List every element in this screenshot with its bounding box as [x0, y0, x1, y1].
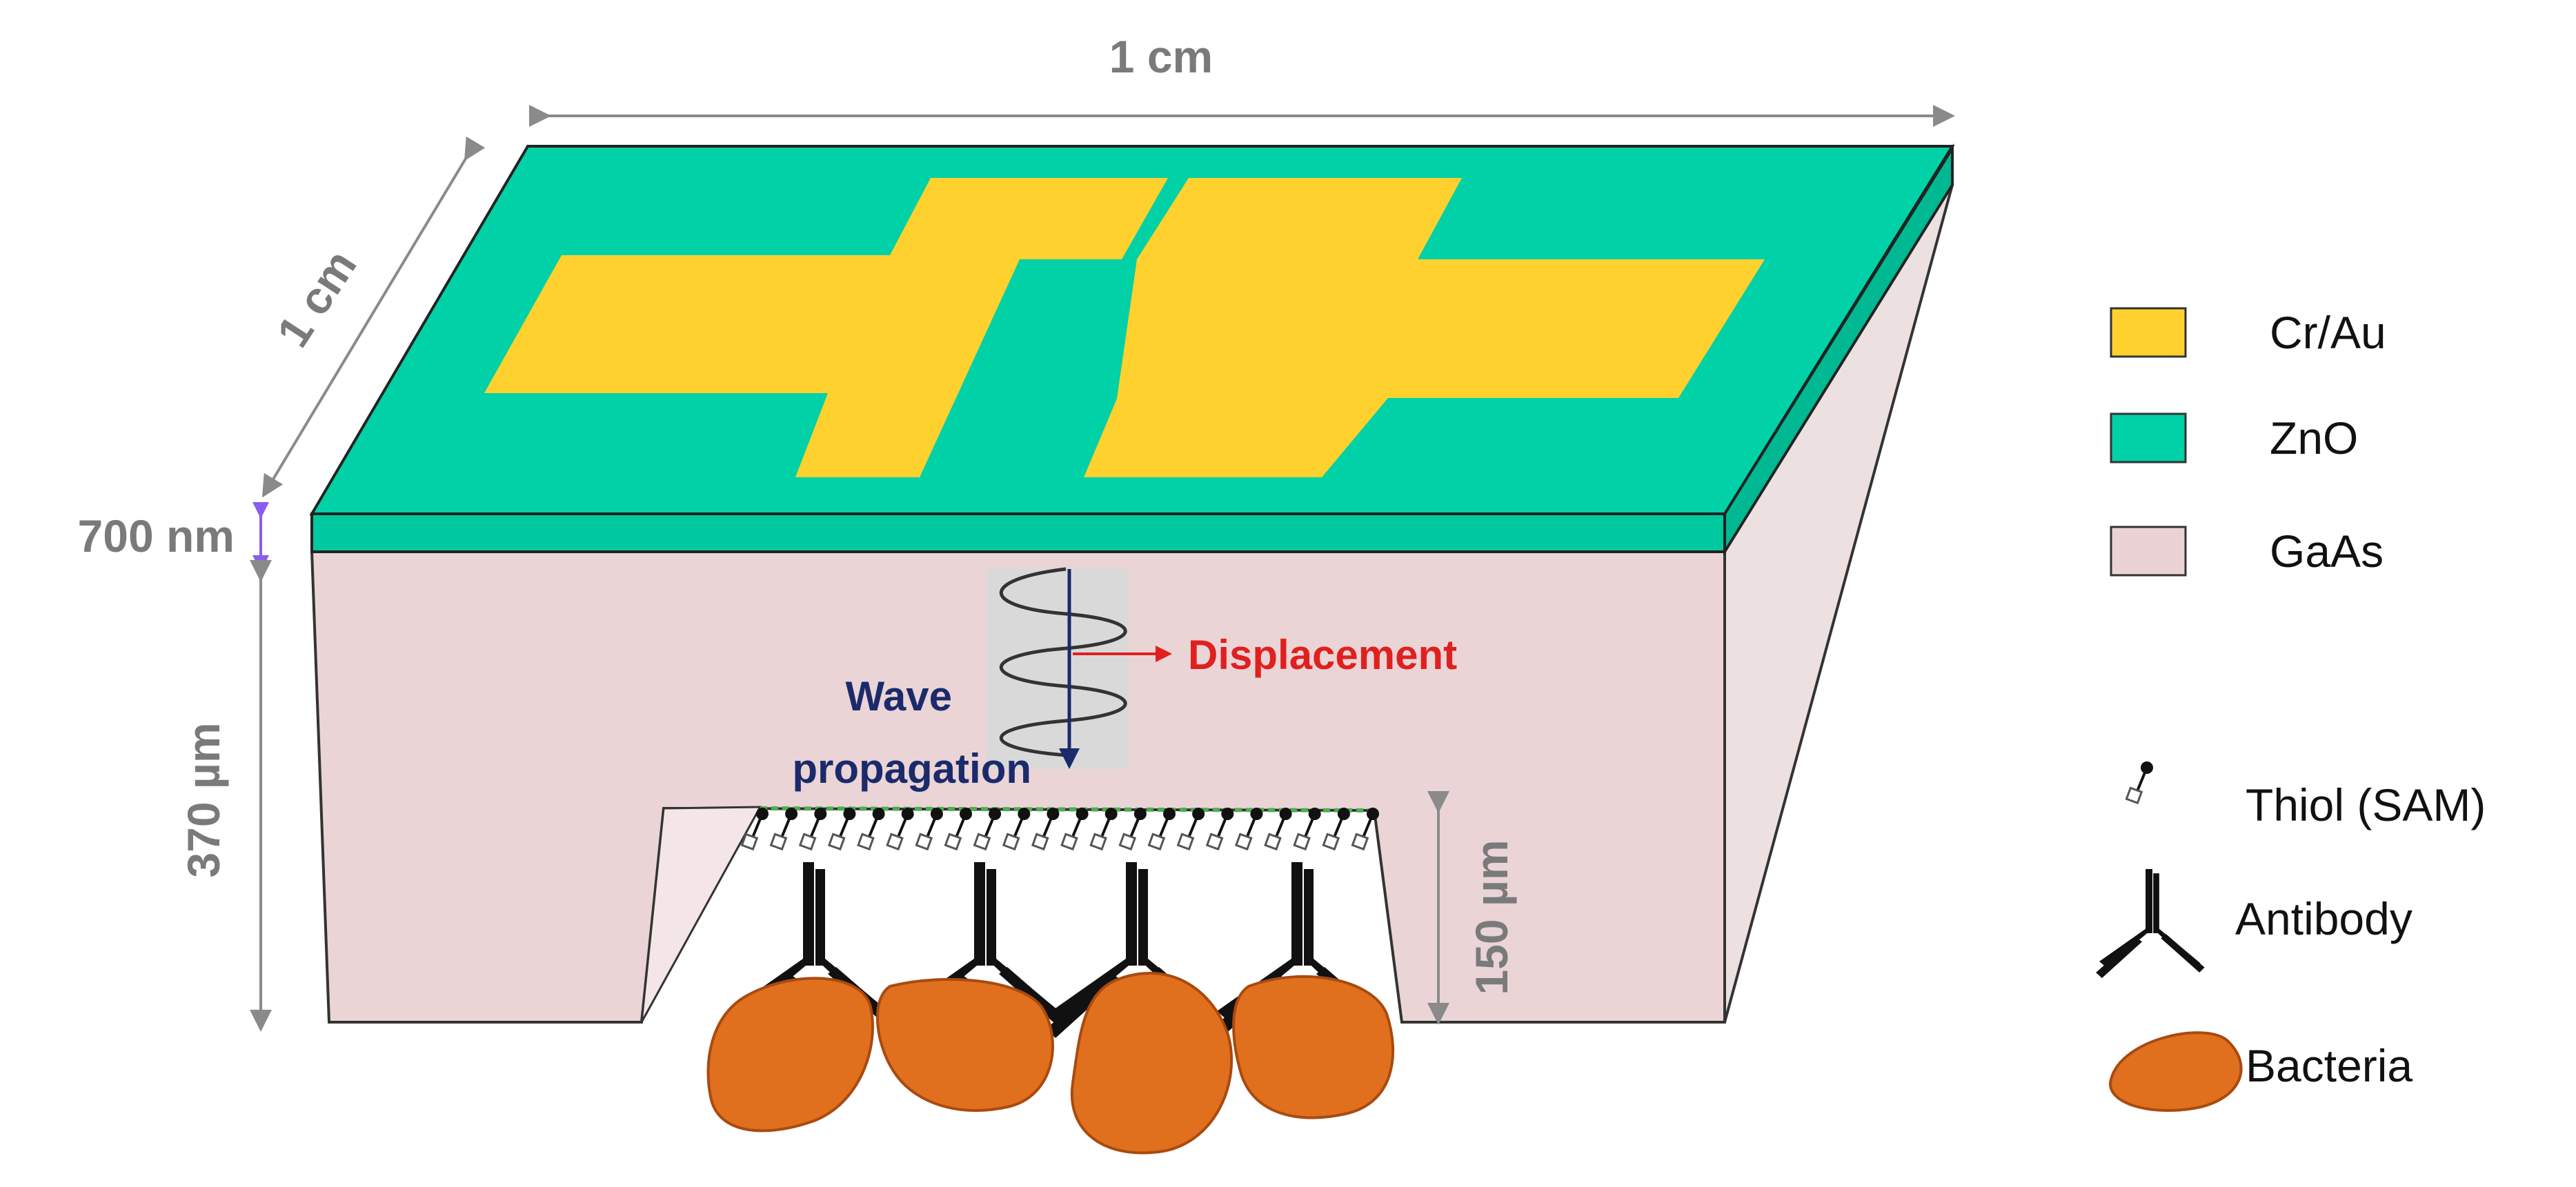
thiol-molecule: [1293, 806, 1322, 851]
thiol-molecule: [1089, 806, 1119, 851]
thiol-molecule: [827, 806, 858, 851]
bacteria-4: [1232, 975, 1395, 1119]
thiol-molecule: [857, 806, 886, 851]
dim-depth-label: 1 cm: [267, 241, 366, 355]
dim-cavity-label: 150 µm: [1466, 839, 1517, 995]
dim-zno-label: 700 nm: [78, 510, 235, 561]
thiol-molecule: [886, 806, 915, 851]
thiol-molecule: [944, 806, 973, 851]
bacteria-1: [706, 977, 874, 1133]
thiol-molecule: [1351, 806, 1380, 851]
thiol-molecule: [769, 806, 800, 851]
thiol-molecule: [1322, 806, 1351, 851]
legend-label-antibody: Antibody: [2235, 893, 2412, 944]
thiol-molecule: [1205, 806, 1236, 851]
thiol-molecule: [1031, 806, 1061, 851]
electrode-right: [1084, 178, 1765, 477]
legend-swatch-cr-au: [2110, 307, 2187, 358]
thiol-molecule: [1234, 806, 1265, 851]
wave-label-line1: Wave: [845, 673, 952, 719]
legend-label-thiol: Thiol (SAM): [2246, 779, 2486, 830]
displacement-label: Displacement: [1188, 632, 1457, 678]
legend-swatch-zno: [2110, 412, 2187, 463]
electrode-left: [484, 178, 1168, 477]
legend-label-gaas: GaAs: [2270, 526, 2384, 577]
thiol-molecule: [973, 806, 1003, 851]
thiol-molecule: [915, 806, 944, 851]
bacteria-3: [1070, 972, 1233, 1155]
legend-label-zno: ZnO: [2270, 412, 2358, 463]
sam-layer: [760, 806, 1375, 812]
thiol-molecule: [1264, 806, 1294, 851]
thiol-molecule: [1002, 806, 1032, 851]
legend-antibody-icon: [2096, 869, 2205, 979]
bacteria-2: [875, 978, 1054, 1112]
wave-label-line2: propagation: [792, 746, 1031, 792]
legend-thiol-icon: [2125, 760, 2154, 805]
dim-width-label: 1 cm: [1109, 31, 1213, 82]
thiol-molecule: [798, 806, 829, 851]
thiol-molecule: [1147, 806, 1177, 851]
legend-label-bacteria: Bacteria: [2246, 1040, 2412, 1091]
dim-substrate-label: 370 µm: [178, 722, 229, 877]
legend-swatch-gaas: [2110, 526, 2187, 577]
zno-film-edge: [310, 512, 1726, 553]
legend-bacteria-icon: [2109, 1031, 2243, 1113]
thiol-molecule: [1060, 806, 1090, 851]
thiol-molecule: [1176, 806, 1207, 851]
thiol-row: [740, 806, 1380, 851]
legend-label-cr-au: Cr/Au: [2270, 307, 2386, 358]
thiol-molecule: [1118, 806, 1148, 851]
